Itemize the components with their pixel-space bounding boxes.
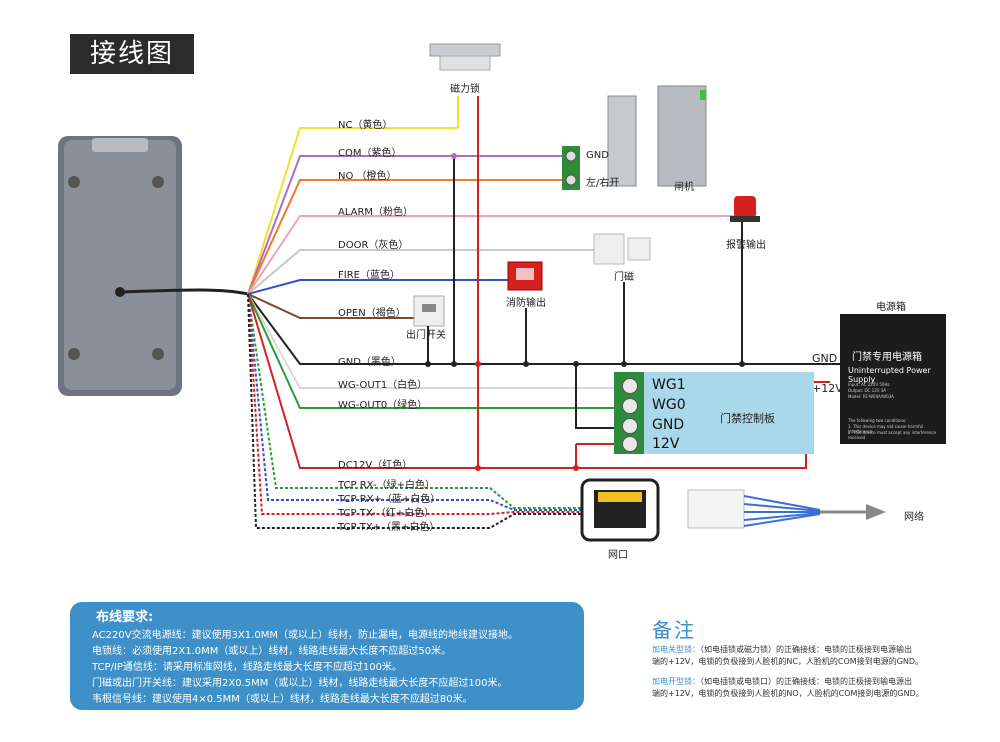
note-highlight: 加电关型锁： <box>652 645 700 654</box>
face-terminal-device <box>58 136 182 396</box>
network-label: 网络 <box>904 512 924 523</box>
note-line: 端的+12V，电锁的负极接到人脸机的NC，人脸机的COM接到电源的GND。 <box>652 657 924 666</box>
psu-12v-label: +12V <box>812 382 843 395</box>
wire-label: WG-OUT0（绿色） <box>338 400 428 411</box>
wire-label: FIRE（蓝色） <box>338 270 400 281</box>
turnstile-label: 闸机 <box>674 182 694 193</box>
psu-spec: 1. This device may not cause harmful int… <box>848 424 924 434</box>
wire-label: ALARM（粉色） <box>338 207 414 218</box>
psu-panel-subtitle: Uninterrupted Power Supply <box>848 366 931 384</box>
wiring-requirements: 布线要求: AC220V交流电源线：建议使用3X1.0MM（或以上）线材，防止漏… <box>70 602 584 710</box>
terminal-screw-icon <box>622 398 638 414</box>
rj45-port-icon <box>580 478 660 542</box>
psu-gnd-label: GND <box>812 352 838 365</box>
turnstile-terminal <box>562 146 580 190</box>
requirement-line: 电锁线：必须使用2X1.0MM（或以上）线材，线路走线最大长度不应超过50米。 <box>92 646 452 657</box>
maglock-icon <box>429 43 501 71</box>
requirement-line: AC220V交流电源线：建议使用3X1.0MM（或以上）线材，防止漏电，电源线的… <box>92 630 518 641</box>
note-line: 加电开型锁：（如电插锁或电锁口）的正确接线：电锁的正极接到输电源出 <box>652 676 912 687</box>
wire-label: GND（黑色） <box>338 357 401 368</box>
alarm-out-label: 报警输出 <box>726 240 766 251</box>
fire-alarm-box-icon <box>507 261 543 291</box>
wire-label: WG-OUT1（白色） <box>338 380 428 391</box>
requirement-line: 门磁或出门开关线：建议采用2X0.5MM（或以上）线材，线路走线最大长度不应超过… <box>92 678 508 689</box>
wire-label: TCP TX+（黑+白色） <box>338 522 440 533</box>
controller-terminal-label: 12V <box>652 436 680 452</box>
page-title: 接线图 <box>70 34 194 74</box>
wire-label: NO （橙色） <box>338 171 397 182</box>
psu-box-label: 电源箱 <box>876 302 906 313</box>
controller-label: 门禁控制板 <box>720 412 775 425</box>
note-highlight: 加电开型锁： <box>652 677 700 686</box>
controller-terminal-label: GND <box>652 417 685 433</box>
note-text: （如电插锁或电锁口）的正确接线：电锁的正极接到输电源出 <box>700 677 912 686</box>
wire-label: TCP RX-（绿+白色） <box>338 480 436 491</box>
wire-label: COM（紫色） <box>338 148 402 159</box>
controller-terminal-label: WG1 <box>652 377 686 393</box>
network-port-label: 网口 <box>608 550 628 561</box>
wire-label: OPEN（褐色） <box>338 308 406 319</box>
requirements-title: 布线要求: <box>96 610 154 625</box>
controller-board <box>614 372 814 454</box>
psu-spec: 2. This device must accept any interfere… <box>848 430 937 440</box>
fire-out-label: 消防输出 <box>506 298 546 309</box>
wire-label: TCP TX-（红+白色） <box>338 508 435 519</box>
door-sensor-icon <box>593 233 651 265</box>
wire-label: DOOR（灰色） <box>338 240 409 251</box>
psu-spec: Input: AC 220V 50Hz <box>848 382 890 387</box>
wire-label: DC12V（红色） <box>338 460 413 471</box>
requirement-line: TCP/IP通信线：请采用标准网线，线路走线最大长度不应超过100米。 <box>92 662 402 673</box>
psu-panel-title: 门禁专用电源箱 <box>852 352 922 363</box>
turnstile-gnd-label: GND <box>586 150 609 161</box>
terminal-screw-icon <box>622 378 638 394</box>
turnstile-icon <box>607 85 707 187</box>
exit-button-icon <box>413 295 445 327</box>
terminal-screw-icon <box>622 436 638 452</box>
note-text: （如电插锁或磁力锁）的正确接线：电锁的正极接到电源输出 <box>700 645 912 654</box>
turnstile-lr-label: 左/右开 <box>586 178 620 189</box>
alarm-light-icon <box>730 196 760 222</box>
exit-switch-label: 出门开关 <box>406 330 446 341</box>
psu-spec: The following two conditions: <box>848 418 907 423</box>
note-line: 端的+12V，电锁的负极接到人脸机的NO，人脸机的COM接到电源的GND。 <box>652 689 924 698</box>
power-supply-panel: 门禁专用电源箱 Uninterrupted Power Supply Input… <box>840 314 946 444</box>
notes-title: 备注 <box>652 618 696 642</box>
requirement-line: 韦根信号线：建议使用4×0.5MM（或以上）线材，线路走线最大长度不应超过80米… <box>92 694 473 705</box>
note-line: 加电关型锁：（如电插锁或磁力锁）的正确接线：电锁的正极接到电源输出 <box>652 644 912 655</box>
controller-terminal-label: WG0 <box>652 397 686 413</box>
maglock-label: 磁力锁 <box>450 84 480 95</box>
psu-spec: Output: DC 12V 3A <box>848 388 887 393</box>
wire-label: TCP RX+（蓝+白色） <box>338 494 441 505</box>
wire-label: NC（黄色） <box>338 120 393 131</box>
door-sensor-label: 门磁 <box>614 272 634 283</box>
network-cable-icon <box>687 489 886 529</box>
psu-spec: Model: PZ-W04A/W03A <box>848 394 894 399</box>
terminal-screw-icon <box>622 418 638 434</box>
controller-terminal-block <box>614 372 644 454</box>
